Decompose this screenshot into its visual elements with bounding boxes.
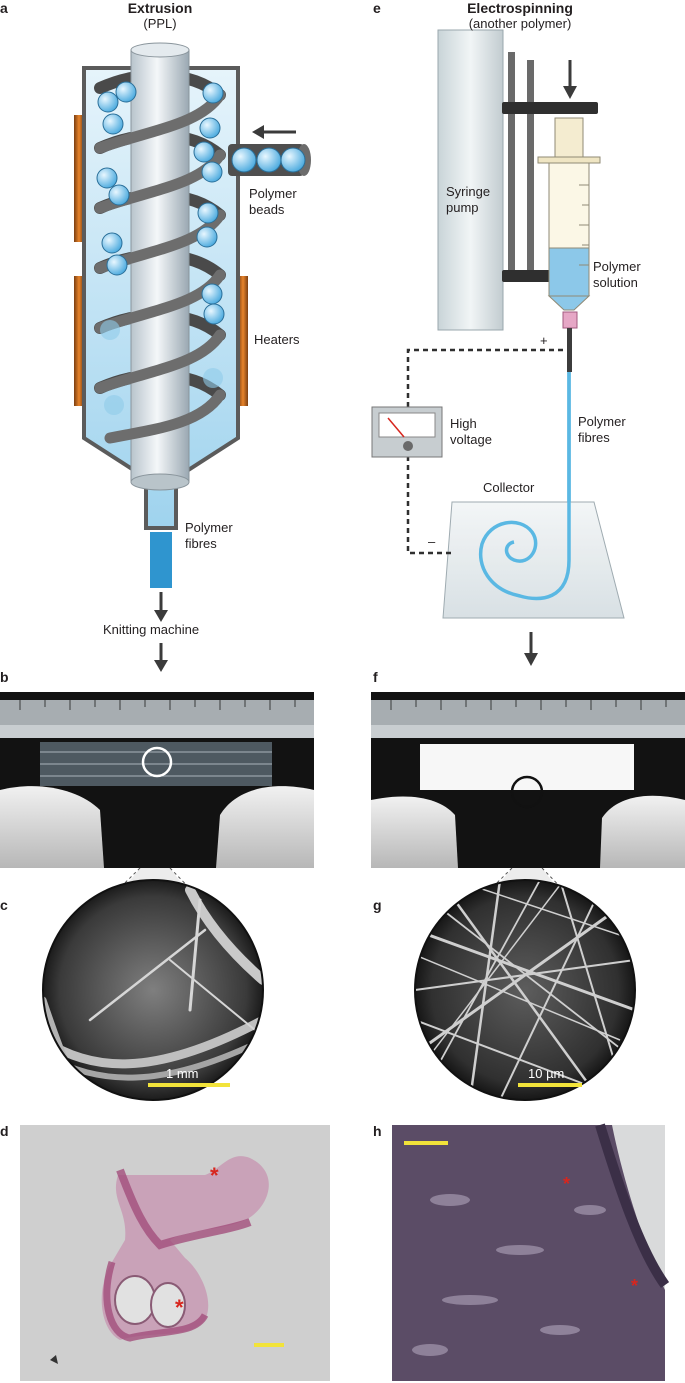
scale-bar-d bbox=[254, 1343, 284, 1347]
asterisk-h-1: * bbox=[563, 1174, 571, 1194]
beads bbox=[96, 81, 225, 325]
fibre-output bbox=[150, 532, 172, 588]
scale-bar-h bbox=[404, 1141, 448, 1145]
asterisk-h-2: * bbox=[631, 1276, 639, 1296]
scale-label-c: 1 mm bbox=[166, 1066, 199, 1081]
heaters-label: Heaters bbox=[254, 332, 300, 347]
extrusion-subtitle: (PPL) bbox=[143, 16, 177, 31]
zoom-circle-f bbox=[510, 775, 544, 809]
syringe-pump bbox=[437, 29, 504, 331]
panel-label-e: e bbox=[373, 0, 381, 16]
photo-f bbox=[371, 692, 685, 868]
sem-g bbox=[414, 879, 636, 1101]
glove-left-f bbox=[371, 796, 458, 868]
glove-right bbox=[216, 786, 314, 868]
down-arrow-a bbox=[154, 660, 168, 672]
glove-left bbox=[0, 786, 104, 868]
panel-label-g: g bbox=[373, 897, 382, 913]
zoom-circle-b bbox=[141, 746, 173, 778]
extrusion-title: Extrusion bbox=[127, 0, 193, 16]
electrospun-mat bbox=[420, 744, 634, 790]
electrospinning-subtitle: (another polymer) bbox=[468, 16, 572, 31]
histology-d bbox=[20, 1125, 330, 1381]
histology-h bbox=[392, 1123, 670, 1381]
feed-arrow bbox=[252, 125, 264, 139]
needle bbox=[567, 328, 572, 372]
heater-left-bottom bbox=[74, 276, 84, 406]
voltmeter-knob bbox=[403, 441, 413, 451]
knitting-machine-label: Knitting machine bbox=[103, 622, 200, 637]
scale-bar-c bbox=[148, 1083, 230, 1087]
heater-right bbox=[238, 276, 248, 406]
scale-label-g: 10 µm bbox=[528, 1066, 565, 1081]
collector bbox=[442, 501, 625, 619]
collector-label: Collector bbox=[483, 480, 535, 495]
panel-label-a: a bbox=[0, 0, 8, 16]
down-arrow-e bbox=[524, 653, 538, 666]
plus-sign: + bbox=[540, 333, 548, 348]
asterisk-d-2: * bbox=[175, 1295, 184, 1320]
heater-left-top bbox=[74, 115, 84, 242]
needle-hub bbox=[562, 311, 578, 329]
minus-sign: – bbox=[428, 534, 436, 549]
asterisk-d-1: * bbox=[210, 1163, 219, 1188]
electrospinning-title: Electrospinning bbox=[467, 0, 573, 16]
pump-clamp-bottom bbox=[502, 270, 562, 282]
scale-bar-g bbox=[518, 1083, 582, 1087]
panel-label-d: d bbox=[0, 1123, 9, 1139]
electrospinning-diagram bbox=[371, 29, 625, 666]
pump-clamp-top bbox=[502, 102, 598, 114]
sem-c bbox=[42, 879, 264, 1101]
panel-label-b: b bbox=[0, 669, 9, 685]
photo-b bbox=[0, 692, 314, 868]
panel-label-f: f bbox=[373, 669, 378, 685]
glove-right-f bbox=[600, 795, 685, 868]
panel-label-c: c bbox=[0, 897, 8, 913]
panel-label-h: h bbox=[373, 1123, 382, 1139]
extruder-diagram bbox=[74, 42, 311, 672]
